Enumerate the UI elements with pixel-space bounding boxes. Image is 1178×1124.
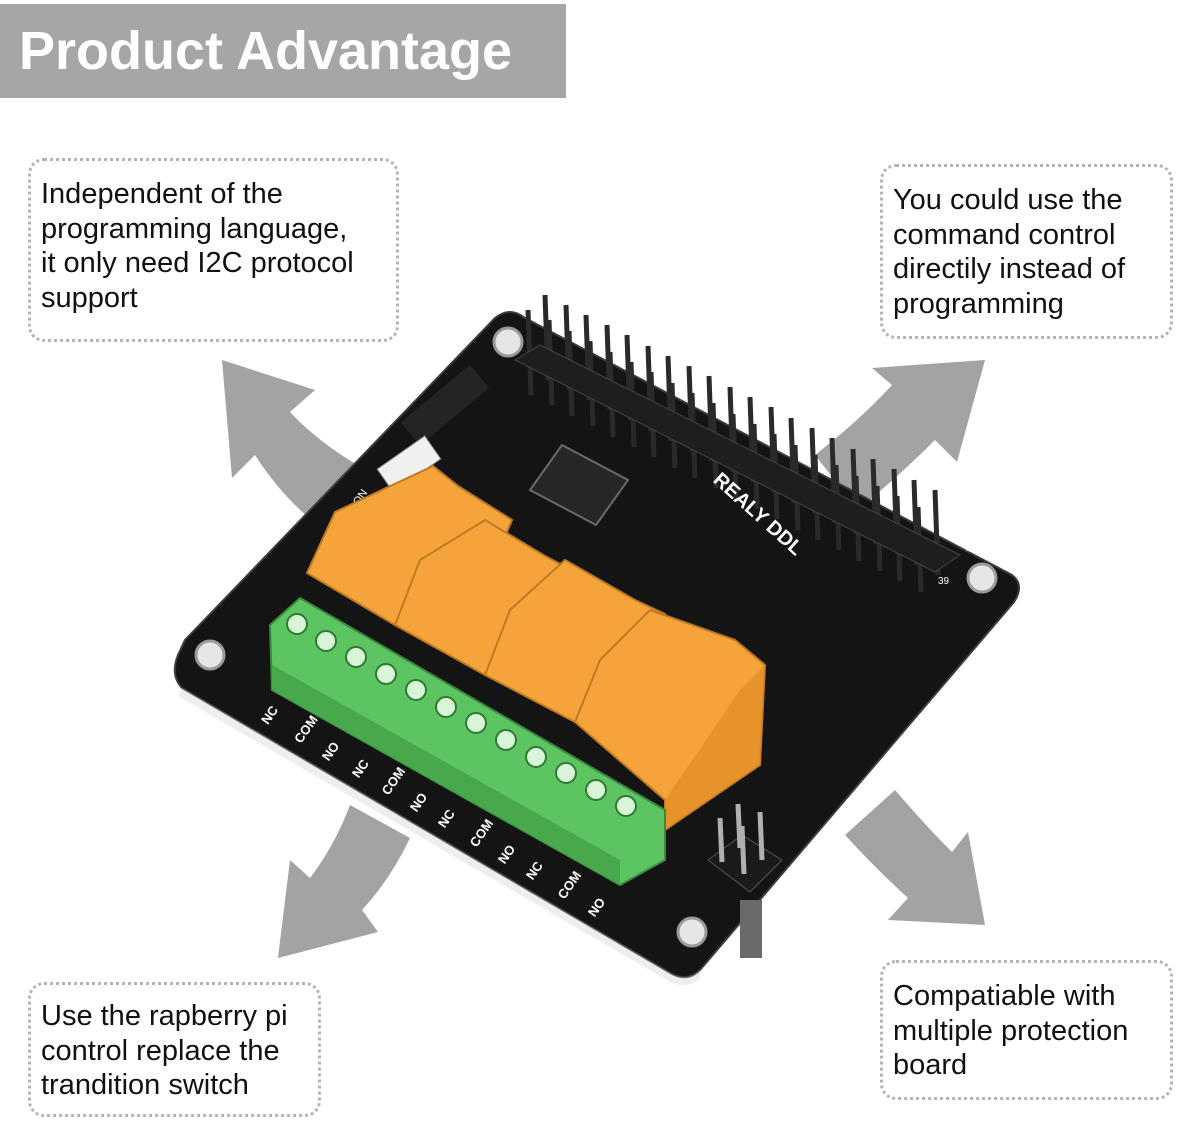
callout-text-line: it only need I2C protocol	[41, 247, 354, 279]
relay-board: REALY DDL 40 39 ON	[173, 294, 1020, 986]
pin-40-label: 40	[966, 544, 978, 555]
callout-command-control: You could use the command control direct…	[880, 164, 1173, 339]
callout-text-line: support	[41, 281, 138, 314]
callout-text-line: Use the rapberry pi	[41, 1000, 288, 1032]
callout-text-line: Compatiable with	[893, 980, 1116, 1012]
arrow-top-right-icon	[815, 360, 985, 510]
callout-text-line: programming language,	[41, 212, 348, 245]
callout-text-line: multiple protection	[893, 1014, 1129, 1047]
mount-hole-bottom	[676, 916, 708, 948]
ic-chip	[528, 443, 630, 527]
callout-text-line: programming	[893, 287, 1064, 320]
callout-text-line: control replace the	[41, 1034, 280, 1067]
callout-text-line: You could use the	[893, 184, 1123, 216]
callout-replace-switch: Use the rapberry pi control replace the …	[28, 982, 321, 1117]
page-title: Product Advantage	[19, 21, 513, 81]
terminal-block-side	[272, 665, 620, 885]
relay-shading	[665, 665, 765, 830]
callout-text-line: board	[893, 1049, 968, 1081]
mount-hole-left	[194, 639, 226, 671]
board-standoff	[740, 900, 762, 958]
raised-notch	[400, 364, 490, 446]
callout-text-line: trandition switch	[41, 1069, 249, 1101]
callout-i2c-protocol: Independent of the programming language,…	[28, 158, 399, 342]
mount-hole-right	[966, 562, 998, 594]
gpio-header-base	[513, 344, 961, 573]
terminal-screws	[286, 613, 637, 817]
callout-compatibility: Compatiable with multiple protection boa…	[880, 960, 1173, 1100]
callout-text-line: directily instead of	[893, 253, 1126, 285]
pin-39-label: 39	[938, 576, 950, 587]
relays	[305, 464, 767, 832]
callout-text-line: command control	[893, 218, 1116, 251]
terminal-block	[268, 596, 666, 887]
header-banner: Product Advantage	[0, 4, 566, 98]
arrow-bottom-left-icon	[278, 805, 410, 958]
arrow-bottom-right-icon	[845, 790, 985, 925]
mount-hole-top	[492, 326, 524, 358]
board-edge	[178, 688, 700, 986]
callout-text-line: Independent of the	[41, 178, 283, 210]
